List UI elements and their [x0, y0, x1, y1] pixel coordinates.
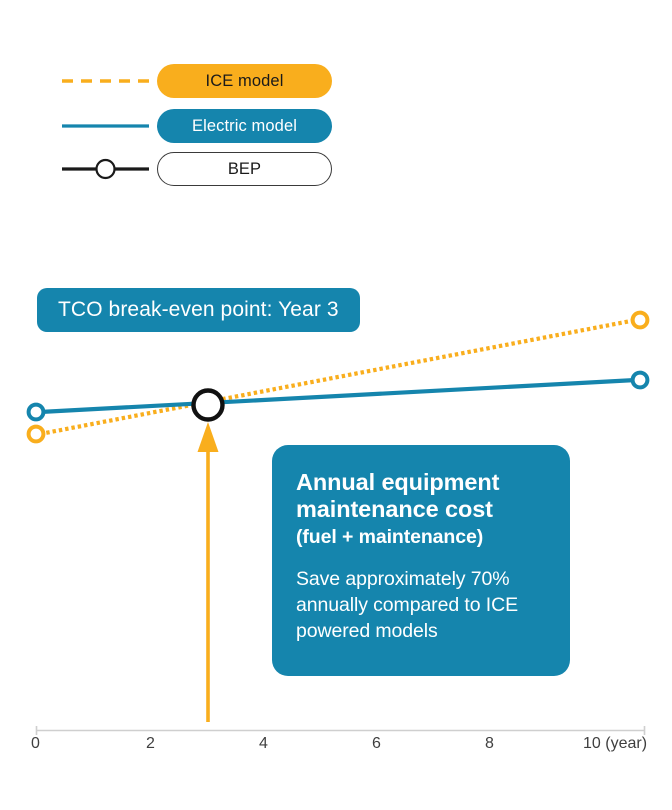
legend-item-bep[interactable]: BEP [0, 152, 672, 186]
legend-item-electric-model[interactable]: Electric model [0, 109, 672, 143]
bep-marker-icon[interactable] [191, 388, 225, 422]
legend-label-electric-model: Electric model [191, 116, 298, 135]
chart-legend: ICE model Electric model BEP [0, 0, 672, 200]
x-axis-line [35, 726, 646, 735]
series-line-ice-model [39, 317, 637, 437]
endpoint-marker-electric-end [630, 370, 650, 390]
x-axis [0, 700, 672, 810]
endpoint-marker-electric-start [26, 402, 46, 422]
legend-pill-electric-model[interactable]: Electric model [157, 109, 332, 143]
series-line-electric-model [39, 377, 637, 415]
legend-label-bep: BEP [227, 159, 262, 178]
legend-line-sample-solid [62, 109, 149, 143]
x-axis-tick-0: 0 [31, 735, 40, 752]
endpoint-marker-ice-end [630, 310, 650, 330]
endpoint-marker-ice-start [26, 424, 46, 444]
legend-line-sample-dashed [62, 64, 149, 98]
card-body-text: Save approximately 70% annually compared… [296, 568, 518, 643]
card-subheading: (fuel + maintenance) [296, 525, 484, 548]
tco-break-even-label: TCO break-even point: Year 3 [58, 298, 339, 321]
legend-item-ice-model[interactable]: ICE model [0, 64, 672, 98]
x-axis-tick-4: 4 [259, 735, 268, 752]
x-axis-tick-8: 8 [485, 735, 494, 752]
legend-pill-ice-model[interactable]: ICE model [157, 64, 332, 98]
legend-pill-bep[interactable]: BEP [157, 152, 332, 186]
x-axis-tick-10: 10 (year) [583, 735, 648, 752]
legend-label-ice-model: ICE model [205, 71, 284, 90]
legend-line-sample-bep-marker [62, 152, 149, 186]
annual-maintenance-cost-card: Annual equipment maintenance cost (fuel … [272, 445, 570, 676]
x-axis-tick-2: 2 [146, 735, 155, 752]
card-heading: Annual equipment maintenance cost [296, 469, 500, 523]
x-axis-tick-6: 6 [372, 735, 381, 752]
tco-break-even-badge: TCO break-even point: Year 3 [37, 288, 360, 332]
bep-arrow-head-icon [197, 422, 219, 452]
open-circle-icon [95, 158, 116, 180]
